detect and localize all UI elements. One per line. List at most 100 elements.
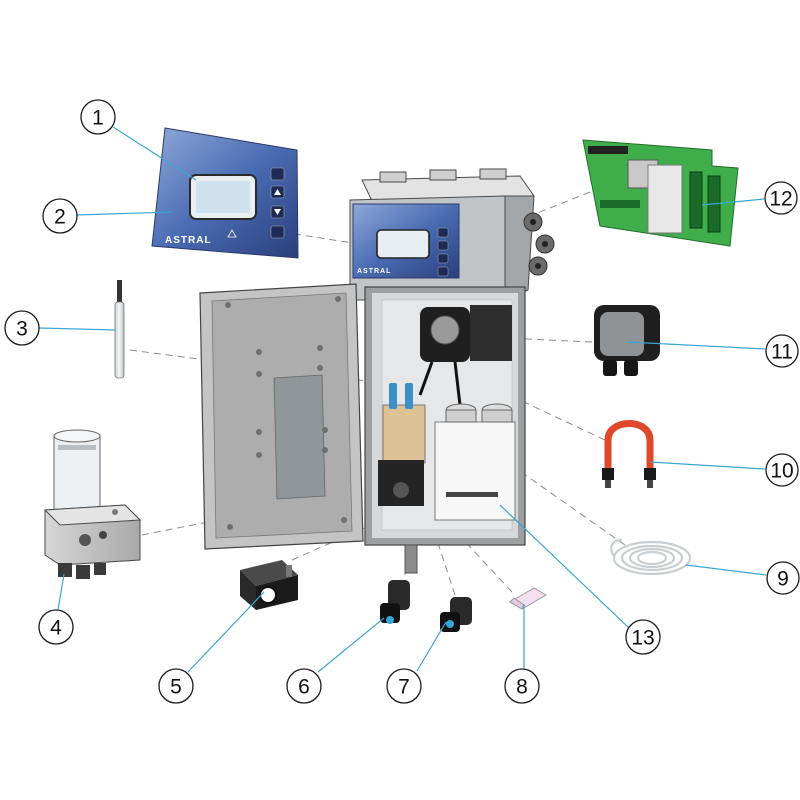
housing-button-menu <box>437 227 449 238</box>
u-tube-fitting-right <box>644 468 656 480</box>
solenoid-coil <box>240 560 298 610</box>
dash-filter <box>444 519 513 593</box>
callout-9-label: 9 <box>777 568 789 591</box>
panel-button-ok <box>270 225 285 239</box>
electronics-housing: ASTRAL <box>349 168 555 301</box>
installed-flow-cell <box>382 404 426 464</box>
leader-7 <box>416 621 447 672</box>
callout-7: 7 <box>386 668 422 704</box>
pcb-terminal-block-1 <box>689 171 703 229</box>
solenoid-hole <box>259 586 277 604</box>
pcb-terminal-block-3 <box>600 200 640 208</box>
flow-cell-port <box>79 534 91 546</box>
leader-10 <box>649 461 766 470</box>
leader-5 <box>187 591 265 673</box>
u-tube <box>602 420 656 488</box>
callout-4-label: 4 <box>50 617 62 640</box>
leader-2 <box>76 211 173 216</box>
leader-4 <box>57 573 65 611</box>
drain-pipe <box>404 544 418 574</box>
arrow-down-icon <box>274 209 281 215</box>
callout-2-label: 2 <box>54 206 66 229</box>
canister-label-stripe <box>446 492 498 497</box>
chemical-canister <box>434 403 516 521</box>
callout-13-label: 13 <box>631 627 654 650</box>
solenoid-side <box>240 570 256 610</box>
canister-body <box>434 421 516 521</box>
flow-cell-fitting-mid <box>76 565 90 579</box>
callout-5: 5 <box>158 668 194 704</box>
probe <box>114 280 125 379</box>
callout-2: 2 <box>42 198 78 234</box>
u-tube-fitting-left <box>602 468 614 480</box>
door-window <box>273 374 326 500</box>
leader-6 <box>317 617 385 673</box>
fitting-7 <box>440 597 472 632</box>
callout-12: 12 <box>764 181 798 215</box>
leader-3 <box>38 327 117 331</box>
panel-display-screen <box>196 181 250 213</box>
leader-12 <box>701 198 765 206</box>
coiled-tubing <box>610 538 692 576</box>
pump-mount-plate <box>470 305 512 361</box>
tubing-end <box>610 538 623 557</box>
callout-8: 8 <box>504 668 540 704</box>
leader-lines <box>38 126 767 673</box>
installed-probe-1 <box>389 383 397 409</box>
callout-1-label: 1 <box>92 107 104 130</box>
enclosure-door <box>199 283 364 550</box>
front-control-panel: ASTRAL <box>151 127 299 259</box>
fitting-7-seal <box>446 620 454 628</box>
callout-6: 6 <box>286 668 322 704</box>
leader-13 <box>499 504 630 629</box>
callouts: 1 2 3 4 5 6 7 8 9 10 11 12 13 <box>4 99 800 704</box>
panel-button-menu <box>270 167 285 181</box>
pcb-header <box>588 146 628 154</box>
callout-10: 10 <box>765 453 799 487</box>
solenoid-terminal <box>286 565 292 577</box>
callout-8-label: 8 <box>516 676 528 699</box>
flow-cell-fitting-left <box>58 563 72 577</box>
callout-6-label: 6 <box>298 676 310 699</box>
installed-pump-rotor <box>430 315 460 345</box>
fitting-6-seal <box>386 616 394 624</box>
callout-1: 1 <box>80 99 116 135</box>
logo-triangle-icon <box>227 229 237 238</box>
housing-top-clip-1 <box>379 171 407 183</box>
pcb-label-plate <box>647 164 683 234</box>
dash-solenoid <box>291 521 379 561</box>
callout-5-label: 5 <box>170 676 182 699</box>
callout-4: 4 <box>38 609 74 645</box>
housing-button-down <box>437 253 449 264</box>
flow-cell-vent <box>112 509 118 515</box>
callout-11-label: 11 <box>771 341 793 364</box>
cable-glands <box>523 212 555 276</box>
pump-port-left <box>603 360 617 376</box>
tubing-coil-outer <box>612 540 692 576</box>
door-screws <box>225 296 347 530</box>
flow-cell-cap <box>53 429 101 443</box>
leader-11 <box>627 341 766 350</box>
fitting-6 <box>380 580 410 624</box>
enclosure-body <box>364 286 526 574</box>
flow-cell-screw <box>99 531 107 539</box>
housing-side <box>504 195 535 301</box>
circuit-board <box>582 139 739 247</box>
panel-brand-logo: ASTRAL <box>165 235 212 246</box>
callout-13: 13 <box>625 619 661 655</box>
housing-button-up <box>437 240 449 251</box>
callout-7-label: 7 <box>398 676 410 699</box>
filter-element <box>509 587 547 610</box>
callout-11: 11 <box>765 334 799 368</box>
solenoid-top <box>240 560 298 586</box>
installed-solenoid-hole <box>393 482 409 498</box>
leader-1 <box>112 126 197 181</box>
leader-9 <box>685 564 767 576</box>
u-tube-body <box>604 420 654 470</box>
callout-3-label: 3 <box>16 318 28 341</box>
callout-12-label: 12 <box>769 188 792 211</box>
peristaltic-pump <box>594 305 660 376</box>
pump-cover <box>600 312 644 356</box>
